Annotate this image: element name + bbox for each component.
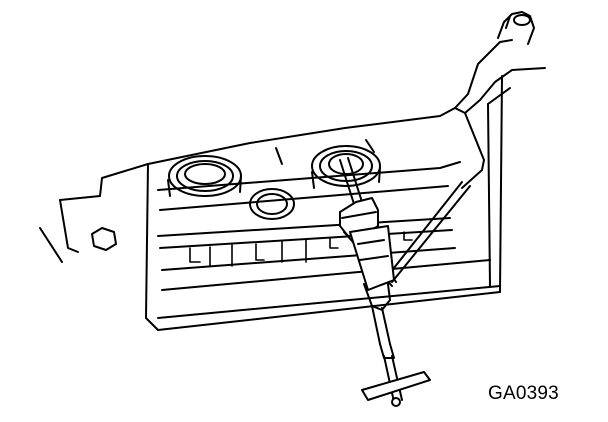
tappet-pockets <box>189 231 413 267</box>
cylinder-head-channel <box>157 139 501 319</box>
figure-code: GA0393 <box>488 383 559 404</box>
housing-outline <box>39 39 546 331</box>
hex-nut <box>91 227 117 251</box>
filler-post <box>497 11 535 45</box>
right-bore <box>311 145 381 189</box>
center-bore <box>249 188 295 220</box>
left-bore <box>167 155 242 197</box>
guide-bar <box>385 181 471 283</box>
slide-hammer-tool <box>339 157 431 407</box>
